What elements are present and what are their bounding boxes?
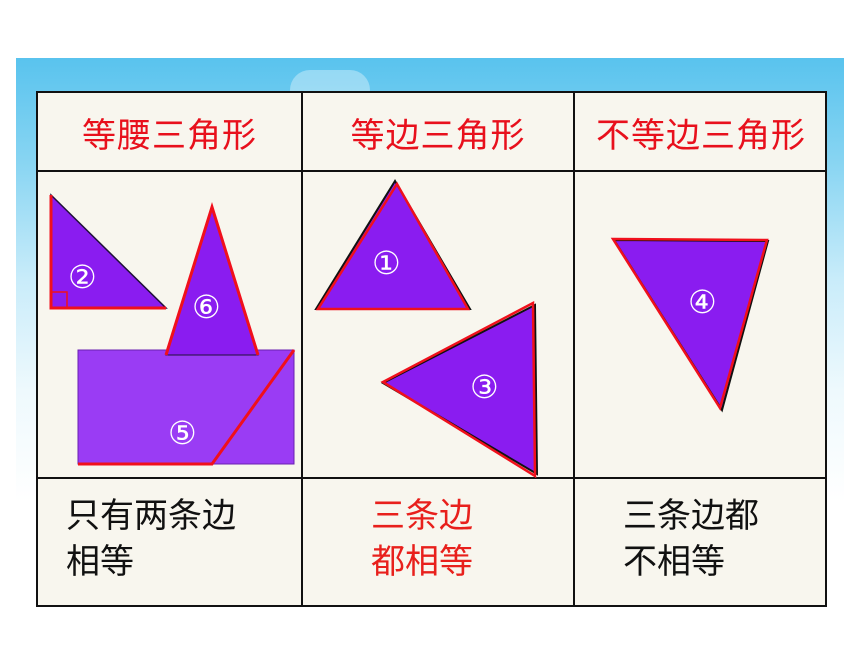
description-equilateral-line1: 三条边: [371, 496, 473, 536]
description-scalene-line1: 三条边都: [623, 496, 759, 536]
shape-label-1: ①: [372, 244, 401, 282]
description-isosceles-line2: 相等: [66, 542, 134, 582]
triangle-3-edges: [380, 300, 537, 479]
rectangle-cut-edge: [78, 349, 296, 466]
shape-6-tall-triangle: ⑥: [164, 201, 260, 356]
triangle-6-equal-edges: [164, 201, 260, 356]
header-equilateral: 等边三角形: [350, 115, 526, 156]
shape-1-equilateral: ①: [314, 179, 472, 311]
column-divider-2: [573, 93, 575, 605]
description-scalene: 三条边都 不相等: [623, 479, 813, 607]
shape-label-5: ⑤: [168, 414, 197, 452]
shape-5-rectangle: ⑤: [77, 349, 296, 466]
triangle-4-body: [612, 238, 770, 413]
shape-3-equilateral-rotated: ③: [380, 300, 539, 479]
triangle-6-body: [165, 205, 259, 356]
header-scalene: 不等边三角形: [596, 115, 806, 156]
triangle-1-edges: [315, 181, 471, 311]
shape-4-scalene: ④: [610, 237, 770, 413]
shape-2-right-triangle: ②: [49, 193, 168, 310]
shape-label-2: ②: [68, 258, 97, 296]
right-angle-mark: [50, 291, 68, 309]
header-isosceles: 等腰三角形: [82, 115, 257, 156]
description-equilateral: 三条边 都相等: [371, 479, 561, 607]
triangle-4-edges: [610, 237, 769, 412]
shape-label-3: ③: [470, 368, 499, 406]
triangle-3-body: [380, 303, 539, 476]
description-isosceles: 只有两条边 相等: [66, 479, 296, 607]
description-scalene-line2: 不相等: [623, 542, 725, 582]
header-divider: [38, 170, 825, 172]
shape-label-6: ⑥: [192, 288, 221, 326]
description-equilateral-line2: 都相等: [371, 542, 473, 582]
description-isosceles-line1: 只有两条边: [66, 496, 236, 536]
shape-label-4: ④: [688, 283, 717, 321]
column-divider-1: [301, 93, 303, 605]
rectangle-body: [77, 349, 295, 465]
footer-divider: [38, 477, 825, 479]
